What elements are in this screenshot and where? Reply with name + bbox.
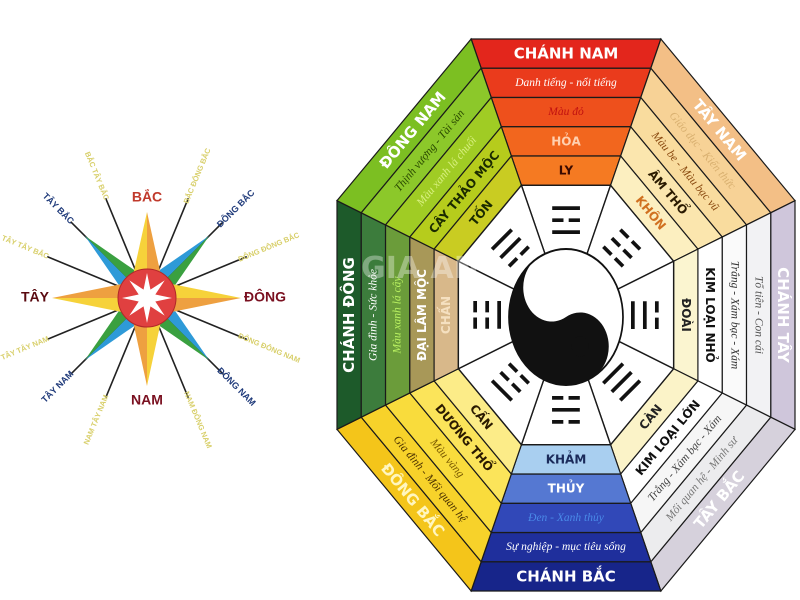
sector-title: CHÁNH ĐÔNG — [339, 257, 358, 373]
band-label: Đen - Xanh thủy — [527, 512, 605, 524]
band-label: KHẢM — [546, 450, 587, 466]
sector-title: CHÁNH NAM — [514, 44, 619, 63]
band-label: Tổ tiên - Con cái — [753, 276, 766, 354]
band-label: KIM LOẠI NHỎ — [703, 267, 719, 363]
band-label: Danh tiếng - nổi tiếng — [514, 76, 617, 89]
band-label: ĐOÀI — [679, 298, 694, 332]
sector-title: CHÁNH TÂY — [774, 267, 793, 364]
compass-line — [170, 307, 248, 341]
band-label: CHẤN — [436, 296, 453, 334]
compass-center-star — [122, 273, 172, 323]
band-label: HỎA — [551, 132, 581, 148]
yin-yang-dot-dark — [571, 336, 589, 357]
compass-line — [46, 255, 124, 289]
direction-label-east: ĐÔNG — [244, 288, 286, 305]
compass-line — [104, 197, 138, 275]
band-label: Gia đình - Sức khỏe — [367, 269, 379, 361]
band-label: Màu đỏ — [547, 106, 584, 118]
band-label: Trắng - Xám bạc - Xám — [728, 261, 741, 369]
compass-line — [170, 255, 248, 289]
sector-title: CHÁNH BẮC — [516, 564, 616, 585]
direction-label-north: BẮC — [132, 188, 162, 205]
trigram-icon: ☳ — [466, 298, 510, 332]
trigram-icon: ☱ — [622, 298, 666, 332]
band-label: LY — [559, 164, 574, 178]
yin-yang-icon — [508, 247, 624, 387]
sector-bac: CHÁNH BẮC Sự nghiệp - mục tiêu sống Đen - … — [470, 369, 662, 592]
direction-label-west: TÂY — [21, 288, 50, 305]
band-label: THỦY — [548, 480, 585, 496]
direction-label-south: NAM — [131, 392, 163, 408]
trigram-icon: ☵ — [549, 387, 583, 431]
band-label: Màu xanh lá cây — [392, 276, 404, 355]
band-label: Sự nghiệp - mục tiêu sống — [506, 540, 626, 553]
watermark-logo: GIA AN — [361, 251, 479, 286]
band-label: ĐẠI LÂM MỘC — [414, 269, 429, 361]
compass-line — [156, 321, 190, 399]
trigram-icon: ☲ — [549, 199, 583, 243]
compass-line — [46, 307, 124, 341]
compass-line — [104, 321, 138, 399]
compass-line — [156, 197, 190, 275]
yin-yang-dot-light — [543, 277, 561, 298]
yin-yang-dots — [543, 277, 589, 357]
